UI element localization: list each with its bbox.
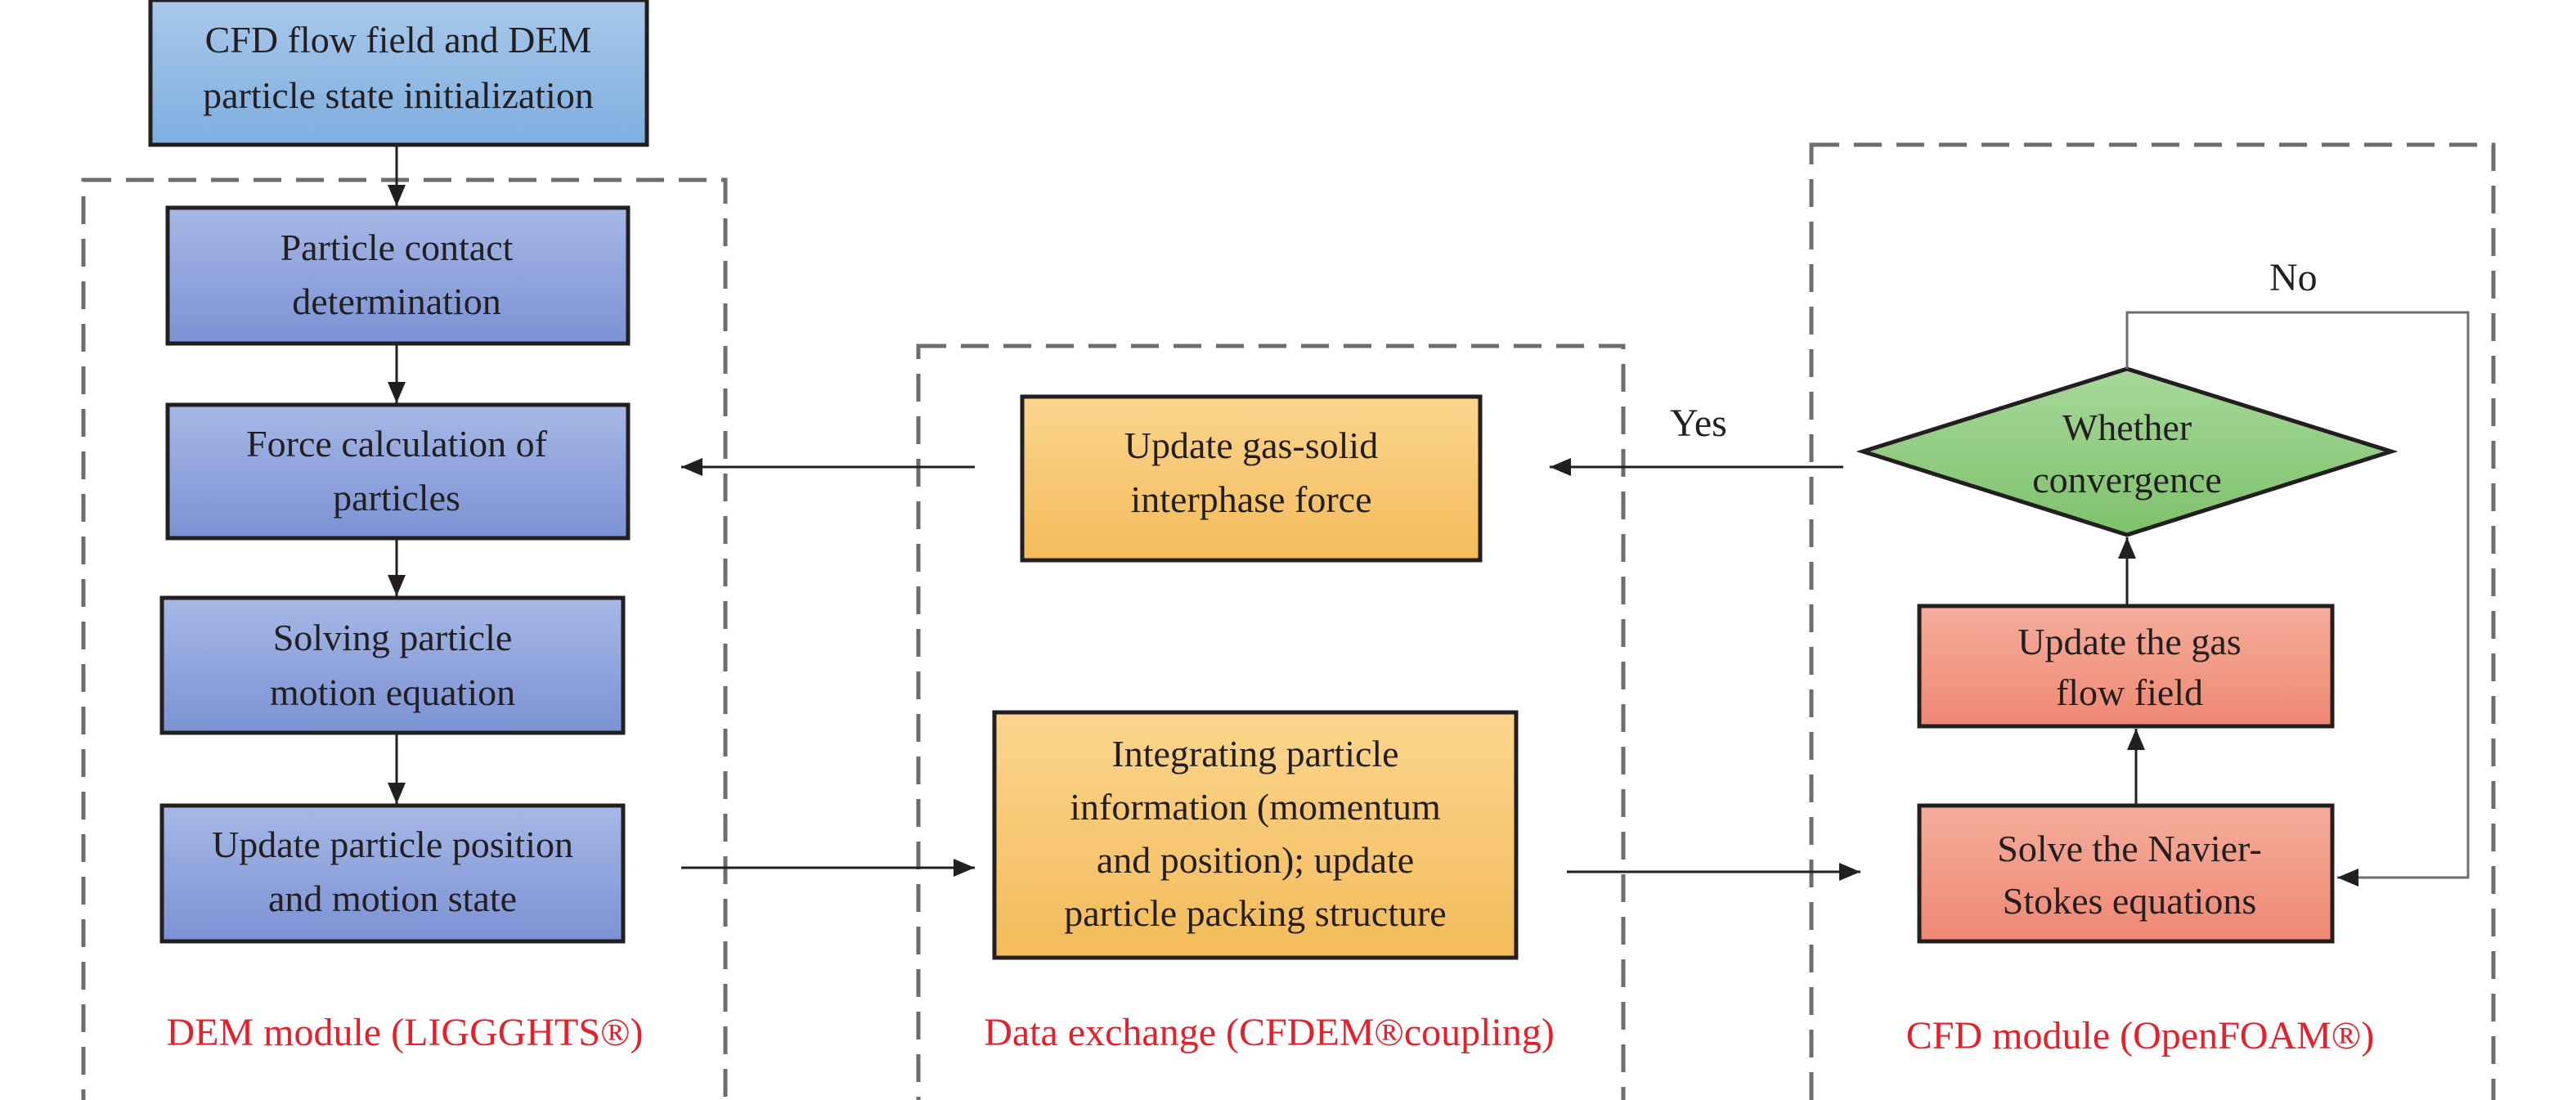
- cfd-module-container: [1809, 142, 2496, 1100]
- cfd-module-label: CFD module (OpenFOAM®): [1906, 1014, 2374, 1057]
- update-particle-line1: Update particle position: [212, 824, 573, 865]
- force-calculation-line1: Force calculation of: [246, 423, 548, 465]
- integrating-info-line1: Integrating particle: [1111, 733, 1398, 774]
- solving-motion-line2: motion equation: [270, 671, 515, 713]
- exchange-module-label: Data exchange (CFDEM®coupling): [984, 1011, 1555, 1054]
- no-loop-line: [2125, 311, 2470, 887]
- integrating-info-line3: and position); update: [1097, 839, 1414, 881]
- gas-solid-force-line2: interphase force: [1130, 478, 1371, 520]
- gas-solid-force-line1: Update gas-solid: [1124, 424, 1378, 466]
- update-gas-flow-node: Update the gas flow field: [1917, 604, 2335, 729]
- init-line2: particle state initialization: [203, 74, 594, 116]
- convergence-decision-node: Whether convergence: [1856, 366, 2399, 537]
- solving-motion-node: Solving particle motion equation: [159, 595, 626, 735]
- force-calculation-line2: particles: [333, 477, 460, 519]
- init-line1: CFD flow field and DEM: [205, 19, 592, 61]
- navier-stokes-line1: Solve the Navier-: [1997, 828, 2262, 869]
- exchange-module-container: [916, 343, 1626, 1100]
- navier-stokes-line2: Stokes equations: [2003, 880, 2256, 922]
- update-particle-line2: and motion state: [268, 878, 517, 919]
- particle-contact-node: Particle contact determination: [165, 205, 631, 346]
- update-particle-node: Update particle position and motion stat…: [159, 803, 626, 944]
- solving-motion-line1: Solving particle: [273, 617, 513, 658]
- integrating-info-line4: particle packing structure: [1064, 892, 1446, 934]
- dem-module-container: [81, 177, 728, 1100]
- no-label: No: [2269, 256, 2318, 299]
- convergence-line1: Whether: [2062, 406, 2192, 448]
- particle-contact-line2: determination: [292, 281, 500, 322]
- particle-contact-line1: Particle contact: [280, 227, 514, 268]
- update-gas-flow-line1: Update the gas: [2017, 621, 2241, 662]
- dem-module-label: DEM module (LIGGGHTS®): [166, 1011, 643, 1054]
- yes-label: Yes: [1670, 402, 1727, 445]
- update-gas-flow-line2: flow field: [2056, 671, 2203, 713]
- convergence-line2: convergence: [2032, 459, 2222, 501]
- navier-stokes-node: Solve the Navier- Stokes equations: [1917, 803, 2335, 944]
- integrating-info-line2: information (momentum: [1070, 786, 1441, 828]
- gas-solid-force-node: Update gas-solid interphase force: [1020, 394, 1483, 563]
- force-calculation-node: Force calculation of particles: [165, 402, 631, 541]
- init-node: CFD flow field and DEM particle state in…: [148, 0, 649, 147]
- integrating-info-node: Integrating particle information (moment…: [992, 710, 1519, 960]
